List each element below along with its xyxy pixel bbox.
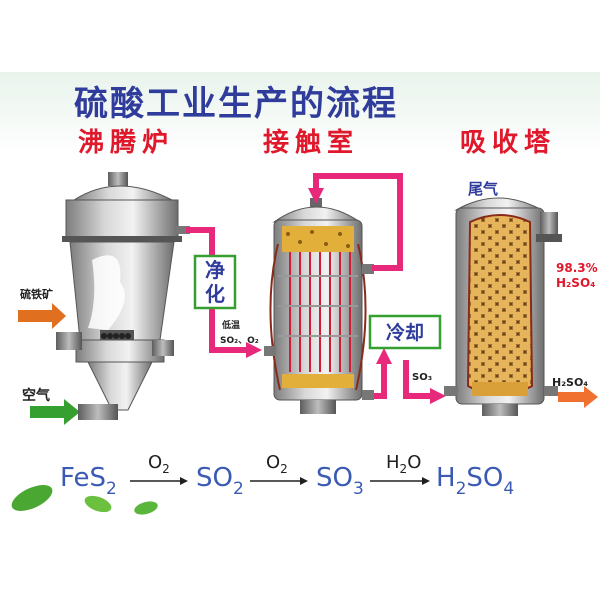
purify-box [193, 254, 237, 310]
eq-arrow-1 [130, 477, 188, 485]
page-title: 硫酸工业生产的流程 [74, 84, 398, 124]
eq-fes2: FeS2 [60, 463, 117, 499]
top-margin [0, 0, 600, 72]
stage-absorber-label: 吸收塔 [460, 128, 557, 158]
eq-arrow-2 [250, 477, 308, 485]
low-temp-label: 低温 [221, 319, 240, 331]
reaction-equation: FeS2 O2 SO2 O2 SO3 H2O H2SO4 [11, 452, 514, 515]
boiling-furnace [56, 172, 190, 411]
bottom-margin [0, 540, 600, 600]
eq-arrow2-label: O2 [266, 452, 288, 476]
eq-arrow-3 [370, 477, 430, 485]
tail-gas-label: 尾气 [468, 180, 498, 198]
eq-h2so4: H2SO4 [436, 463, 514, 499]
product-label: H₂SO₄ [552, 376, 588, 389]
acid-conc-label: 98.3% [556, 261, 598, 275]
purify-label-2: 化 [205, 282, 225, 306]
recycle-pipe [308, 173, 403, 271]
purify-label-1: 净 [205, 258, 225, 282]
eq-so2: SO2 [196, 463, 244, 499]
air-pipe [78, 404, 118, 420]
air-inlet-arrow [30, 399, 80, 425]
ore-inlet-arrow [18, 303, 66, 329]
air-label: 空气 [22, 387, 50, 404]
eq-arrow3-label: H2O [386, 452, 421, 476]
process-diagram: 净 化 低温 SO₂、O₂ [18, 172, 598, 425]
so3-label: SO₃ [412, 372, 432, 383]
cool-label: 冷却 [386, 321, 424, 344]
absorption-tower [444, 197, 562, 416]
so2-o2-label: SO₂、O₂ [220, 336, 259, 346]
eq-so3: SO3 [316, 463, 364, 499]
leaf-decoration [11, 485, 158, 515]
cool-box [368, 314, 442, 350]
stage-contact-label: 接触室 [263, 128, 360, 158]
eq-arrow1-label: O2 [148, 452, 170, 476]
acid-formula-label: H₂SO₄ [556, 276, 595, 290]
contact-room [264, 198, 374, 414]
stage-furnace-label: 沸腾炉 [78, 128, 175, 158]
ore-label: 硫铁矿 [20, 287, 53, 301]
cooling-pipe [374, 348, 446, 404]
product-outlet-arrow [558, 386, 598, 408]
